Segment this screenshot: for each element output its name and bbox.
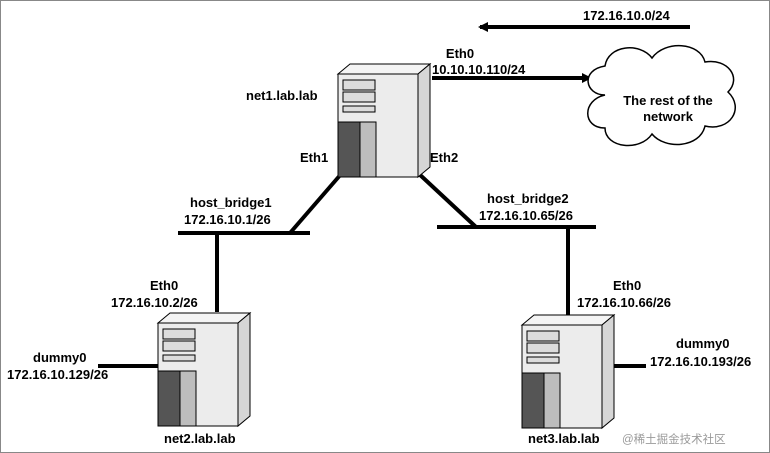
net3-server-icon — [521, 314, 615, 429]
eth1-link — [288, 171, 344, 235]
net3-hostname: net3.lab.lab — [528, 431, 600, 446]
net2-server-icon — [157, 312, 251, 427]
host-bridge2-name: host_bridge2 — [487, 191, 569, 206]
net3-dummy0-label: dummy0 — [676, 336, 730, 351]
host-bridge1-ip: 172.16.10.1/26 — [184, 212, 271, 227]
net2-eth0-ip: 172.16.10.2/26 — [111, 295, 198, 310]
net2-eth0-label: Eth0 — [150, 278, 179, 293]
net2-dummy0-label: dummy0 — [33, 350, 87, 365]
host-bridge2-ip: 172.16.10.65/26 — [479, 208, 573, 223]
cloud-shape — [587, 44, 736, 147]
net1-hostname: net1.lab.lab — [246, 88, 318, 103]
watermark: @稀土掘金技术社区 — [622, 434, 726, 446]
net2-dummy0-ip: 172.16.10.129/26 — [7, 367, 109, 382]
net1-eth1-label: Eth1 — [300, 150, 329, 165]
net2-hostname: net2.lab.lab — [164, 431, 236, 446]
net3-dummy0-ip: 172.16.10.193/26 — [650, 354, 752, 369]
cloud-label: The rest of the network — [623, 93, 713, 124]
route-label: 172.16.10.0/24 — [583, 8, 670, 23]
net1-eth0-ip: 10.10.10.110/24 — [432, 62, 526, 77]
host-bridge1-name: host_bridge1 — [190, 195, 272, 210]
eth2-link — [416, 171, 478, 229]
net1-server-icon — [337, 63, 431, 178]
net3-eth0-ip: 172.16.10.66/26 — [577, 295, 671, 310]
net3-eth0-label: Eth0 — [613, 278, 642, 293]
net1-eth2-label: Eth2 — [430, 150, 459, 165]
net1-eth0-label: Eth0 — [445, 46, 475, 61]
